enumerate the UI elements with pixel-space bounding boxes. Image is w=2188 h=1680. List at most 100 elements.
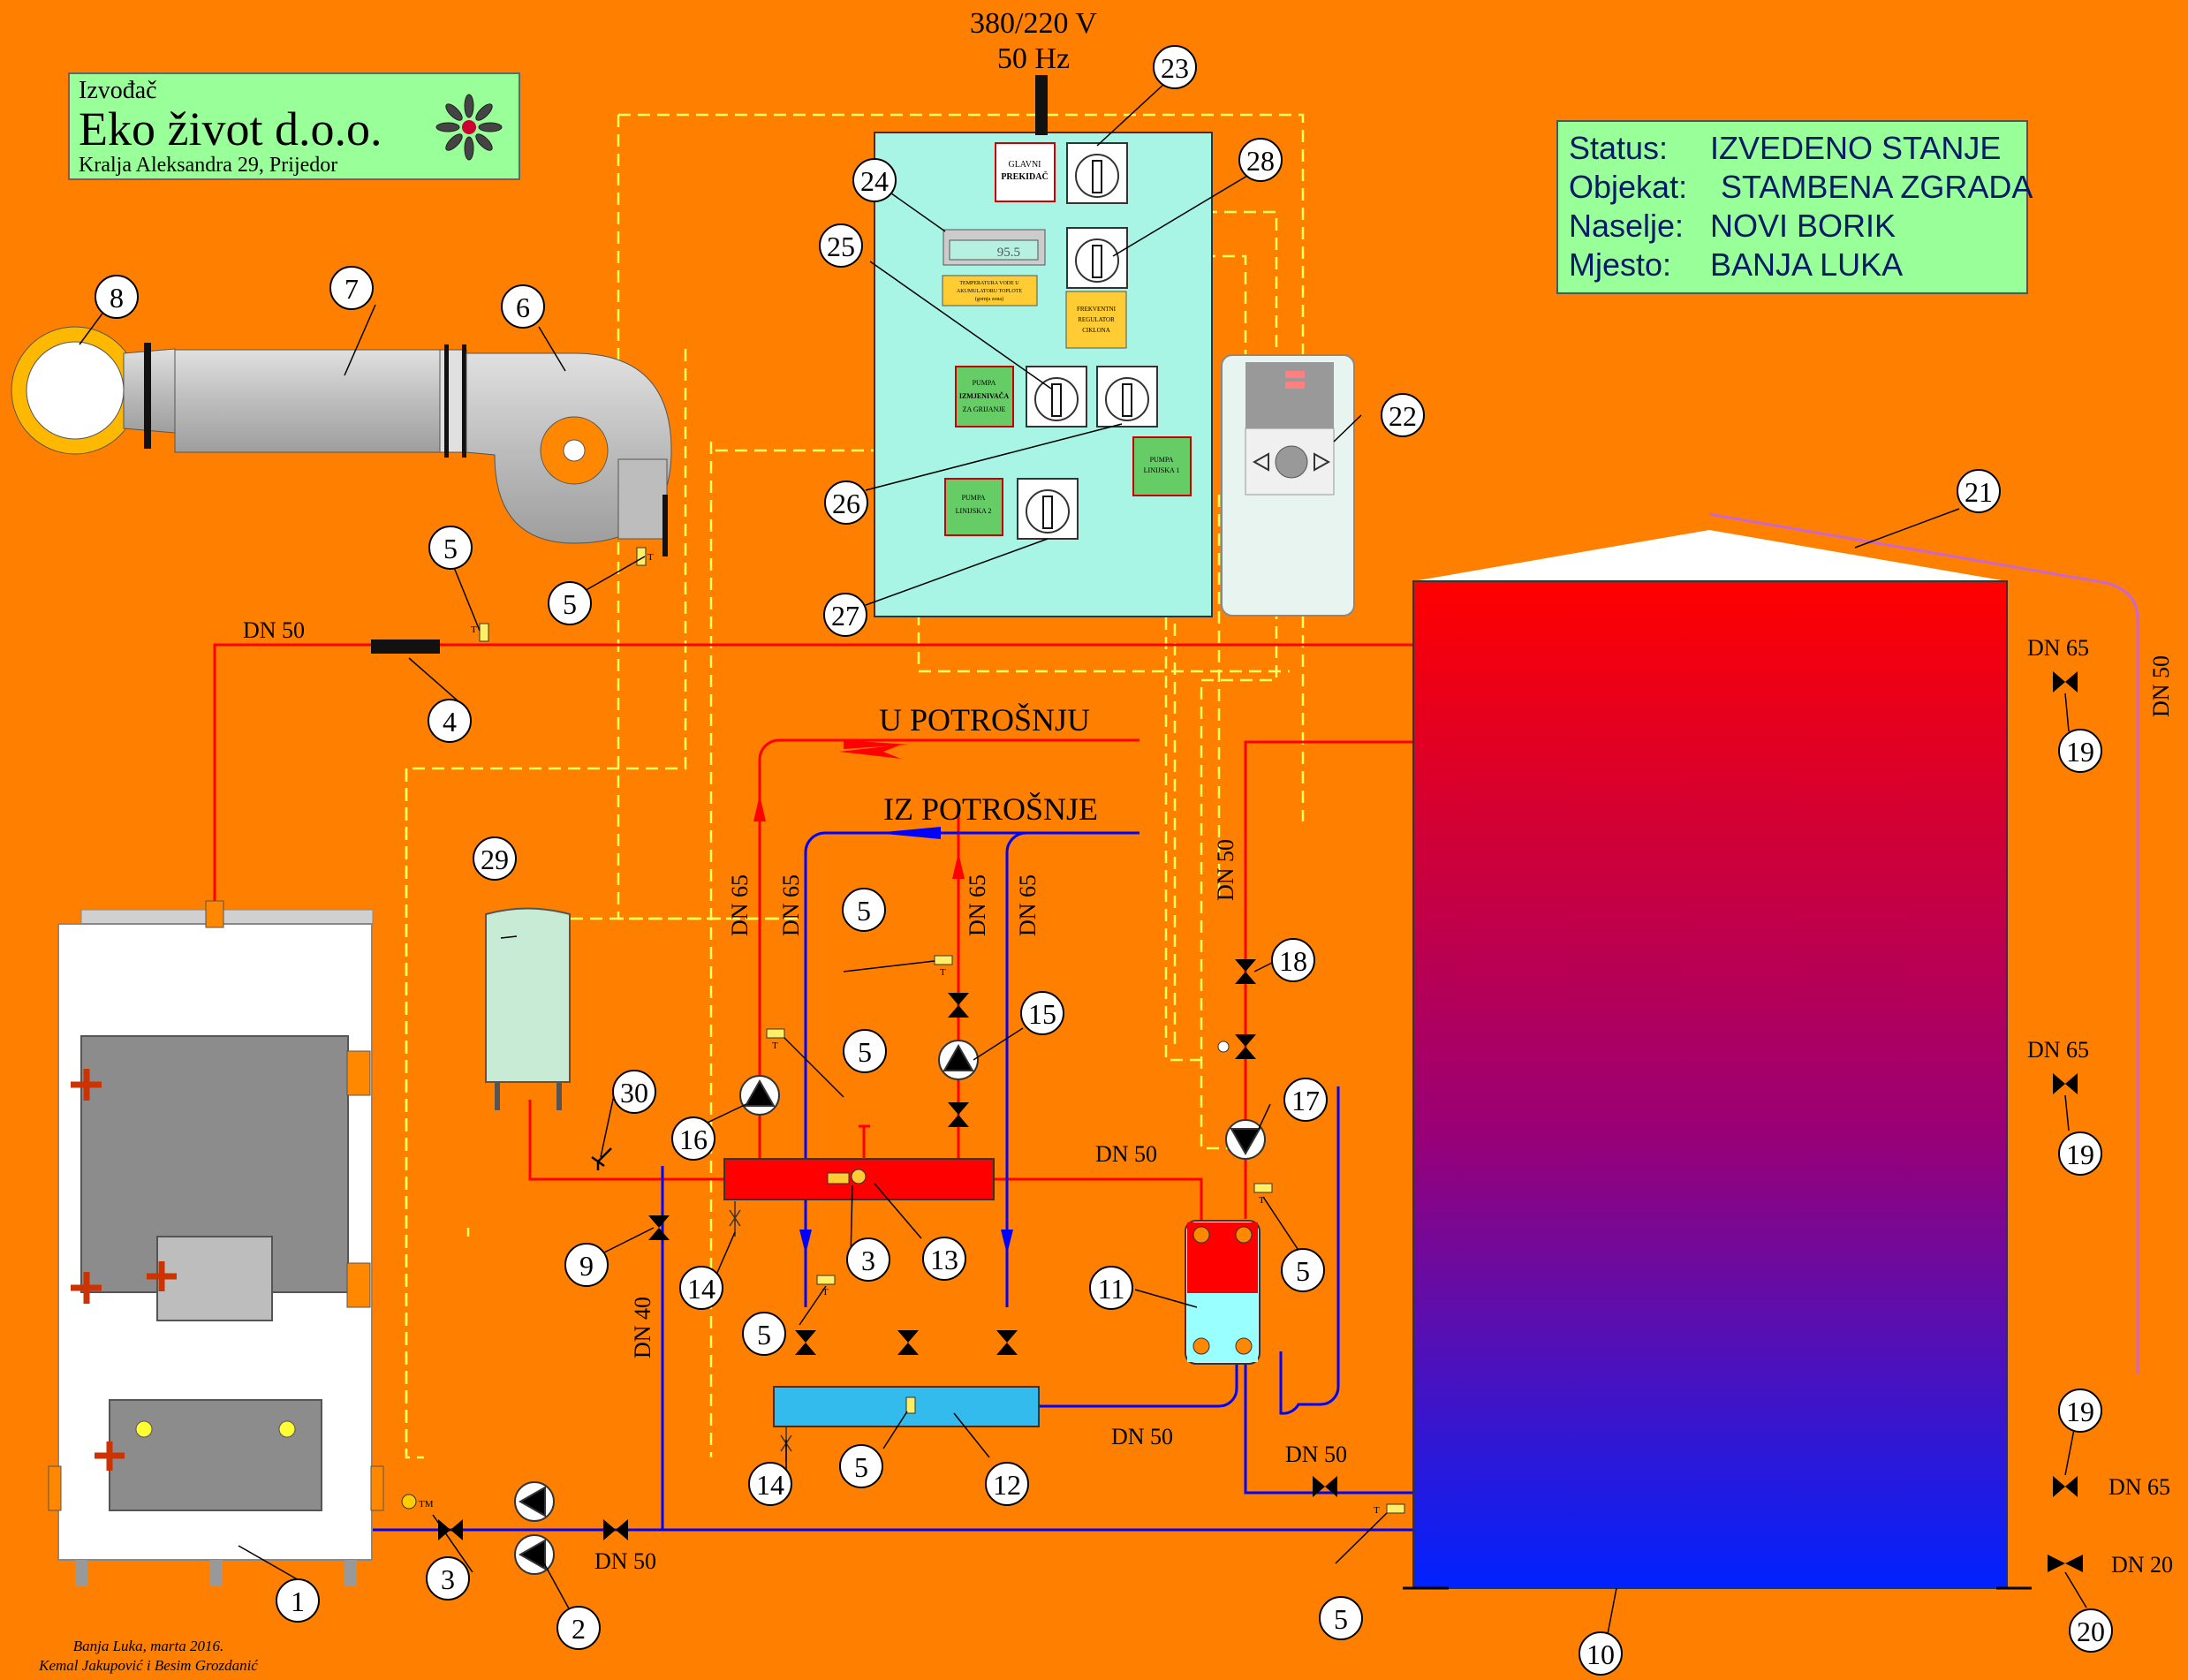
svg-text:1: 1: [291, 1585, 305, 1617]
flow-switch-4: [371, 639, 440, 654]
svg-text:13: 13: [930, 1244, 958, 1275]
bubble-3a: 3: [426, 1556, 470, 1601]
pump-line2-label-2: LINIJSKA 2: [956, 507, 992, 515]
bubble-3b: 3: [846, 1237, 890, 1282]
svg-text:19: 19: [2066, 1139, 2094, 1170]
svg-text:DN 20: DN 20: [2111, 1552, 2173, 1578]
pump-line1-label-1: PUMPA: [1150, 456, 1174, 464]
svg-text:DN 50: DN 50: [1111, 1424, 1173, 1449]
place-value: BANJA LUKA: [1710, 246, 1904, 283]
expansion-vessel: [485, 907, 571, 1110]
flow-arrow-return-head: [874, 827, 941, 839]
svg-text:29: 29: [481, 844, 509, 875]
svg-text:T: T: [1374, 1505, 1380, 1516]
flow-labels: U POTROŠNJU IZ POTROŠNJE: [879, 702, 1098, 827]
bubble-25: 25: [819, 223, 863, 268]
bubble-5e: 5: [742, 1312, 786, 1356]
svg-text:5: 5: [563, 588, 577, 620]
bubble-5h: 5: [1319, 1596, 1363, 1640]
power-supply-label: 380/220 V 50 Hz: [970, 7, 1097, 75]
main-switch-label-2: PREKIDAČ: [1001, 170, 1048, 182]
status-value: IZVEDENO STANJE: [1710, 130, 2002, 166]
pump-exchanger-label-3: ZA GRIJANJE: [963, 405, 1006, 413]
svg-text:8: 8: [110, 282, 124, 314]
bubble-27: 27: [823, 593, 867, 637]
bubble-28: 28: [1238, 138, 1283, 182]
svg-text:24: 24: [860, 165, 889, 197]
settlement-value: NOVI BORIK: [1710, 208, 1897, 244]
vfd-label-3: CIKLONA: [1082, 327, 1110, 334]
svg-text:14: 14: [756, 1469, 784, 1501]
svg-text:T: T: [772, 1041, 778, 1051]
bubble-7: 7: [329, 266, 374, 310]
bubble-17: 17: [1283, 1078, 1328, 1122]
svg-text:50 Hz: 50 Hz: [997, 42, 1070, 75]
settlement-label: Naselje:: [1569, 208, 1685, 244]
svg-text:T: T: [1259, 1195, 1265, 1206]
contractor-label: Izvođač: [79, 77, 157, 104]
collector-vent: [859, 1124, 870, 1159]
bubble-5g: 5: [1281, 1248, 1325, 1292]
heat-accumulator-tank: [1403, 530, 2032, 1590]
pipe-dimension-labels: DN 50 DN 65 DN 65 DN 65 DN 20 DN 50 DN 5…: [243, 617, 2174, 1578]
leader-lines: [79, 82, 2087, 1635]
bubble-4: 4: [428, 699, 472, 743]
svg-text:DN 65: DN 65: [965, 874, 990, 936]
svg-text:5: 5: [443, 533, 458, 564]
svg-text:15: 15: [1028, 998, 1056, 1030]
control-panel: GLAVNI PREKIDAČ 95.5 TEMPERATURA VODE U …: [874, 75, 1213, 617]
safety-valve-30: [591, 1147, 612, 1170]
pump-2b: [514, 1534, 555, 1575]
pump-16: [739, 1075, 780, 1116]
svg-text:11: 11: [1098, 1273, 1125, 1305]
pump-line2-label-1: PUMPA: [962, 494, 986, 502]
svg-text:5: 5: [857, 895, 871, 927]
number-bubbles: 1 2 3 3 4 5 5 5 5 5 5 5 5 6 7 8 9 10 11 …: [95, 45, 2113, 1676]
flower-logo: [435, 94, 503, 161]
svg-text:T: T: [471, 624, 477, 635]
svg-text:DN 50: DN 50: [1213, 839, 1238, 901]
svg-text:27: 27: [831, 600, 859, 632]
object-value: STAMBENA ZGRADA: [1721, 169, 2033, 205]
bubble-15: 15: [1020, 991, 1064, 1035]
svg-text:25: 25: [827, 231, 855, 262]
flow-arrow-supply: [839, 745, 901, 759]
svg-text:4: 4: [443, 706, 457, 738]
vfd-label-2: REGULATOR: [1078, 316, 1115, 323]
bubble-5f: 5: [839, 1444, 883, 1488]
bubble-5c: 5: [843, 1029, 887, 1073]
vfd-label-1: FREKVENTNI: [1077, 306, 1117, 313]
svg-text:DN 50: DN 50: [1095, 1141, 1157, 1167]
frequency-converter: [1221, 354, 1355, 617]
contractor-address: Kralja Aleksandra 29, Prijedor: [79, 154, 338, 177]
svg-text:2: 2: [572, 1613, 586, 1645]
main-switch-label-1: GLAVNI: [1008, 160, 1041, 170]
svg-text:T: T: [940, 967, 946, 978]
bubble-8: 8: [95, 275, 139, 319]
svg-text:28: 28: [1246, 145, 1275, 177]
pump-exchanger-label-2: IZMJENIVAČA: [959, 391, 1010, 400]
bubble-1: 1: [276, 1578, 320, 1623]
plate-heat-exchanger: [1185, 1220, 1261, 1365]
pump-15: [938, 1040, 979, 1080]
bubble-14b: 14: [748, 1462, 792, 1506]
bubble-18: 18: [1271, 938, 1315, 982]
blue-return-pipes: [371, 831, 1413, 1532]
svg-text:DN 65: DN 65: [727, 874, 753, 936]
footer-authors: Kemal Jakupović i Besim Grozdanić: [39, 1657, 258, 1674]
svg-text:DN 65: DN 65: [2027, 635, 2089, 661]
svg-text:5: 5: [1334, 1603, 1348, 1635]
contractor-name: Eko život d.o.o.: [79, 102, 382, 155]
temperature-sensors: [401, 547, 1405, 1514]
svg-text:23: 23: [1161, 52, 1189, 84]
svg-text:26: 26: [832, 488, 860, 519]
svg-text:IZ POTROŠNJE: IZ POTROŠNJE: [883, 791, 1098, 827]
footer-signature: Banja Luka, marta 2016. Kemal Jakupović …: [7, 1637, 290, 1676]
project-info-box: Status: IZVEDENO STANJE Objekat: STAMBEN…: [1556, 120, 2033, 294]
temp-label-3: (gornja zona): [975, 296, 1003, 302]
bubble-22: 22: [1381, 393, 1425, 437]
object-label: Objekat:: [1569, 169, 1688, 205]
bubble-29: 29: [473, 836, 517, 881]
svg-text:T: T: [822, 1287, 829, 1298]
valves: [438, 671, 2083, 1572]
